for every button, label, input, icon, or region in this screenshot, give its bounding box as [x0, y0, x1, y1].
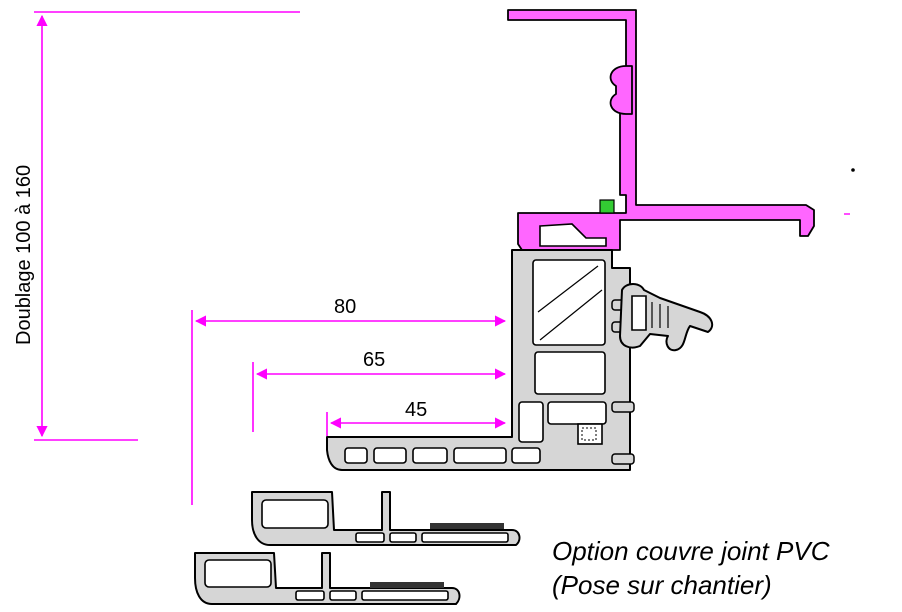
pvc-cover-1-chamber — [261, 499, 329, 529]
sill-chamber-1 — [344, 447, 368, 464]
gasket-core — [631, 295, 647, 331]
dim-80-label: 80 — [334, 296, 356, 318]
pvc-cover-1-slot-3 — [421, 532, 509, 543]
pvc-cover-2-slot-2 — [329, 590, 357, 601]
cover-profile-shape — [507, 9, 815, 251]
pvc-cover-2-adhesive — [370, 582, 444, 588]
dim-45-label: 45 — [405, 399, 427, 421]
screw-port-icon — [581, 427, 597, 441]
right-fin-4 — [611, 453, 635, 465]
pvc-cover-joint-1 — [251, 491, 521, 546]
pvc-cover-2-slot-1 — [295, 590, 325, 601]
pvc-cover-2-chamber — [204, 559, 272, 588]
dim-65-label: 65 — [363, 349, 385, 371]
doublage-label: Doublage 100 à 160 — [13, 165, 35, 345]
pvc-cover-joint-2 — [194, 552, 461, 605]
stray-dot — [851, 168, 855, 172]
note-line-2: (Pose sur chantier) — [552, 570, 772, 600]
frame-chamber-left — [518, 401, 544, 443]
doublage-dimension: Doublage 100 à 160 — [13, 11, 300, 441]
note-line-1: Option couvre joint PVC — [552, 536, 830, 566]
dimension-45: 45 — [326, 399, 507, 436]
frame-profile — [326, 249, 635, 471]
sill-chamber-4 — [453, 447, 507, 464]
diagonal-rib-2 — [539, 289, 603, 341]
frame-chamber-mid — [534, 351, 606, 395]
sill-chamber-3 — [412, 447, 448, 464]
gasket — [619, 283, 714, 352]
sill-chamber-2 — [373, 447, 407, 464]
cover-chamber — [539, 223, 607, 247]
pvc-cover-2-slot-3 — [361, 590, 449, 601]
pvc-cover-1-adhesive — [430, 523, 504, 529]
pvc-cover-1-slot-1 — [355, 532, 385, 543]
green-seal — [599, 199, 615, 214]
right-fin-3 — [611, 401, 635, 413]
cover-clip — [609, 65, 633, 115]
pvc-cover-1-slot-2 — [389, 532, 417, 543]
frame-chamber-diagonal — [532, 259, 606, 346]
diagonal-rib-1 — [537, 265, 599, 313]
dimension-80: 80 — [191, 296, 507, 505]
cover-profile — [507, 9, 815, 251]
frame-chamber-right — [547, 401, 607, 425]
dimension-65: 65 — [252, 349, 507, 432]
sill-chamber-5 — [511, 447, 541, 464]
